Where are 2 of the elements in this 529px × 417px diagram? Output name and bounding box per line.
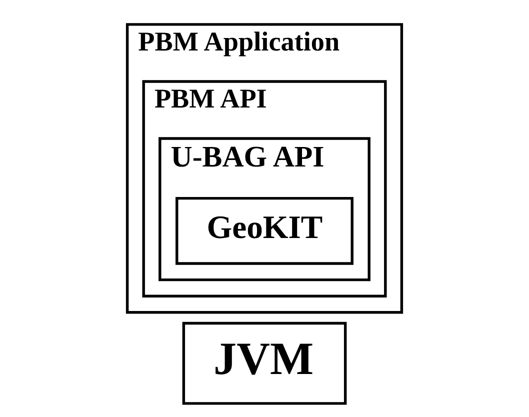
node-box: GeoKIT (176, 196, 354, 265)
node-box: JVM (182, 322, 347, 405)
